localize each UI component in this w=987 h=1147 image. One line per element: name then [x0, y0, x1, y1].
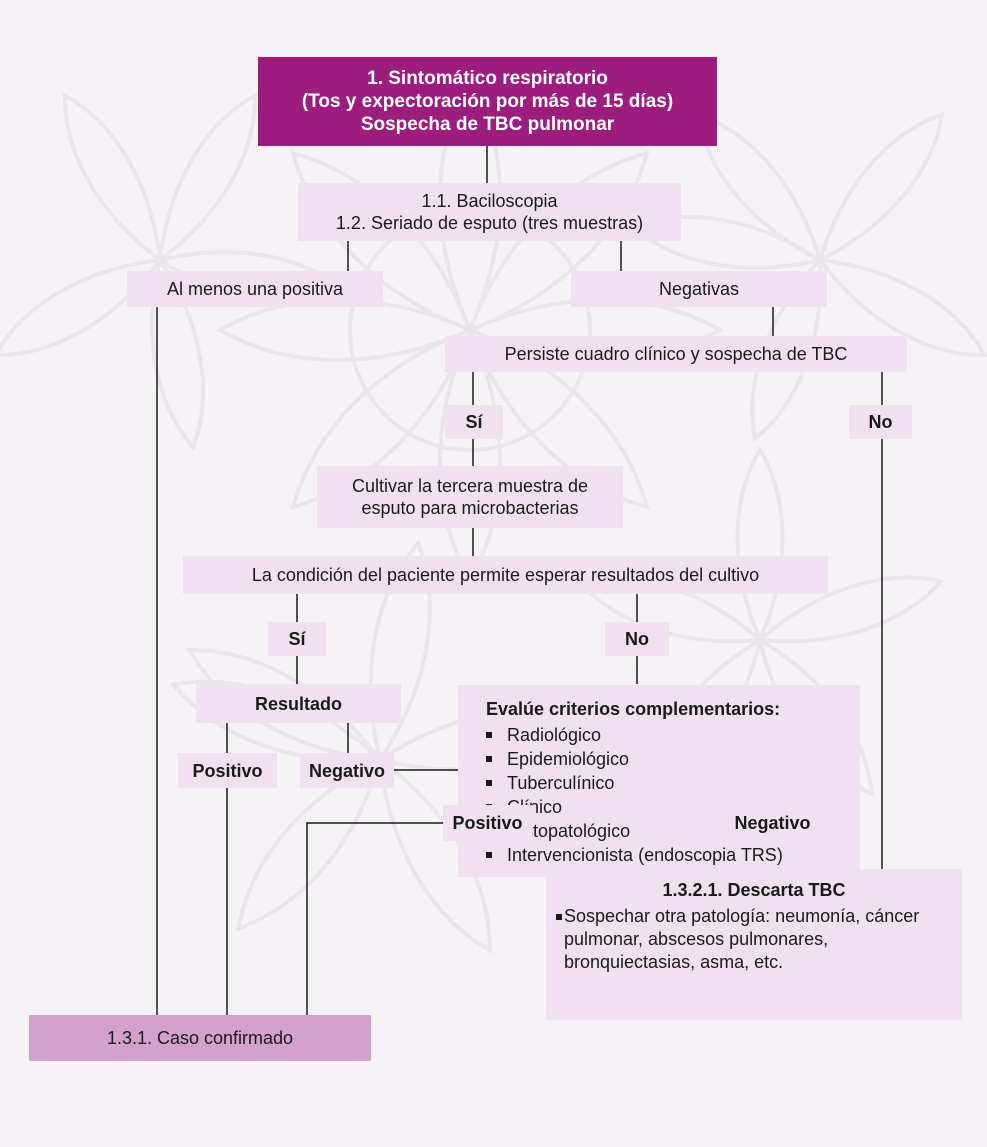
start-line-3: Sospecha de TBC pulmonar [360, 114, 615, 135]
baciloscopia-line-1: 1.1. Baciloscopia [421, 191, 558, 211]
culture-line-2: esputo para microbacterias [361, 498, 579, 518]
positive-node-2: Positivo [443, 805, 532, 841]
baciloscopia-node: 1.1. Baciloscopia 1.2. Seriado de esputo… [298, 183, 681, 241]
no-node-2: No [605, 622, 669, 656]
negative-node-1: Negativo [300, 753, 394, 788]
discard-text: Sospechar otra patología: neumonía, cánc… [556, 905, 952, 974]
culture-line-1: Cultivar la tercera muestra de [351, 476, 589, 496]
criteria-box: Evalúe criterios complementarios: Radiol… [458, 685, 860, 877]
yes-node-2: Sí [268, 622, 326, 656]
confirmed-case-node: 1.3.1. Caso confirmado [29, 1015, 371, 1061]
culture-node: Cultivar la tercera muestra de esputo pa… [317, 466, 623, 528]
start-node: 1. Sintomático respiratorio (Tos y expec… [258, 57, 717, 146]
condition-node: La condición del paciente permite espera… [183, 556, 828, 594]
start-line-2: (Tos y expectoración por más de 15 días) [301, 91, 674, 112]
criteria-list: Radiológico Epidemiológico Tuberculínico… [486, 723, 860, 867]
start-line-1: 1. Sintomático respiratorio [367, 68, 608, 89]
negative-node-2: Negativo [722, 805, 823, 841]
criteria-item: Radiológico [486, 723, 860, 747]
positive-one-node: Al menos una positiva [127, 271, 383, 307]
baciloscopia-line-2: 1.2. Seriado de esputo (tres muestras) [335, 213, 644, 233]
criteria-item: Intervencionista (endoscopia TRS) [486, 843, 860, 867]
criteria-item: Tuberculínico [486, 771, 860, 795]
positive-node-1: Positivo [178, 753, 277, 788]
criteria-item: Epidemiológico [486, 747, 860, 771]
discard-title: 1.3.2.1. Descarta TBC [662, 880, 846, 900]
yes-node-1: Sí [445, 405, 503, 439]
discard-tbc-node: 1.3.2.1. Descarta TBC Sospechar otra pat… [546, 869, 962, 1020]
criteria-title: Evalúe criterios complementarios: [486, 699, 781, 719]
persists-node: Persiste cuadro clínico y sospecha de TB… [445, 336, 907, 372]
no-node-1: No [849, 405, 912, 439]
negatives-node: Negativas [571, 271, 827, 307]
result-node: Resultado [196, 684, 401, 723]
connector-line [306, 822, 443, 1015]
